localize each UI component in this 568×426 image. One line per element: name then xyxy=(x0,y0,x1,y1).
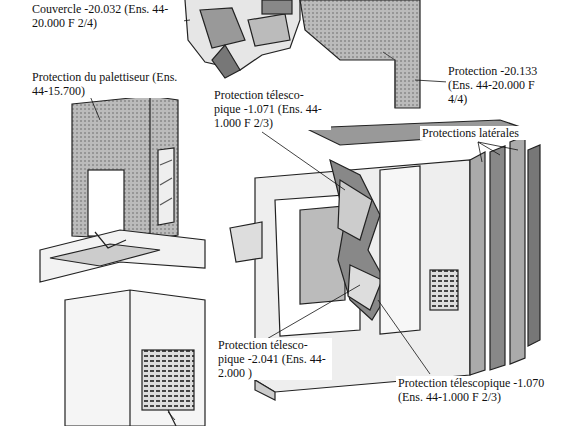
callout-label: Protection télesco- pique -1.071 (Ens. 4… xyxy=(212,88,331,130)
palletizer xyxy=(40,96,205,426)
machine-head xyxy=(185,0,300,78)
callout-label: Protection télesco- pique -2.041 (Ens. 4… xyxy=(216,338,332,380)
callout-label: Protection -20.133 (Ens. 44-20.000 F 4/4… xyxy=(446,64,558,106)
callout-label: Protection du palettiseur (Ens. 44-15.70… xyxy=(30,70,184,98)
callout-label: Protections latérales xyxy=(420,126,554,140)
callout-label: Protection télescopique -1.070 (Ens. 44-… xyxy=(396,376,550,404)
callout-label: Couvercle -20.032 (Ens. 44-20.000 F 2/4) xyxy=(30,2,184,30)
